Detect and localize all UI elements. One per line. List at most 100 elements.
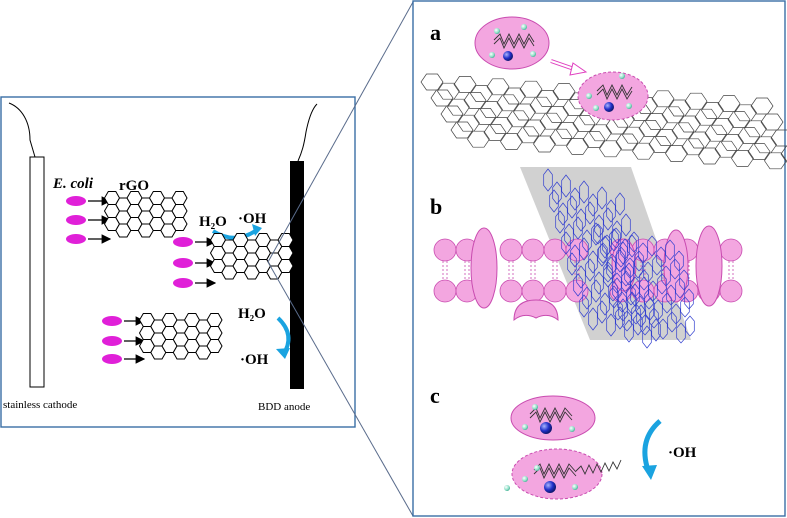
hexagon-cell [622, 310, 632, 332]
hexagon-cell [651, 318, 661, 342]
hexagon-cell [681, 138, 705, 156]
cathode-label: stainless cathode [3, 399, 77, 411]
conversion-arrowhead-bottom [276, 348, 290, 359]
hexagon-cell [573, 216, 583, 240]
hexagon-cell [585, 201, 595, 225]
hexagon-cell [675, 277, 685, 299]
hexagon-cell [558, 202, 568, 226]
hexagon-cell [609, 228, 619, 252]
hexagon-cell [593, 223, 603, 245]
hexagon-cell [665, 239, 675, 261]
hexagon-cell [585, 258, 595, 282]
hexagon-cell [608, 280, 618, 302]
hexagon-cell [620, 238, 630, 260]
hexagon-cell [598, 242, 608, 264]
hexagon-cell [661, 265, 671, 287]
hexagon-cell [206, 313, 223, 327]
hexagon-cell [612, 272, 622, 294]
hexagon-cell [516, 126, 540, 144]
hexagon-cell [555, 210, 565, 234]
oxidation-arrow-c [642, 419, 662, 471]
rgo-label: rGO [119, 178, 149, 194]
left-panel: stainless cathode BDD anode E. coli rGO … [0, 96, 356, 428]
hexagon-cell [652, 254, 662, 276]
hexagon-cell [597, 243, 607, 267]
hexagon-cell [576, 208, 586, 232]
hydroxyl-label-bottom: ·OH [240, 352, 269, 368]
hexagon-cell [612, 220, 622, 244]
hexagon-cell [639, 269, 649, 291]
dna-strand [529, 406, 573, 420]
hexagon-cell [770, 129, 787, 147]
hexagon-cell [618, 241, 628, 265]
hexagon-cell [277, 246, 294, 260]
ecoli-cell [66, 234, 86, 244]
hexagon-cell [750, 97, 774, 115]
membrane-protein [663, 229, 689, 303]
hexagon-cell [606, 313, 616, 337]
hexagon-cell [657, 273, 667, 295]
hexagon-cell [633, 255, 643, 279]
hydroxyl-label-c: ·OH [668, 445, 697, 461]
hexagon-cell [764, 152, 787, 170]
hexagon-cell [588, 193, 598, 217]
hexagon-cell [597, 300, 607, 324]
hexagon-cell [597, 186, 607, 210]
dna-strand [596, 83, 633, 97]
hexagon-cell [561, 231, 571, 255]
lipid-head [499, 238, 523, 262]
leaking-dna [575, 459, 622, 476]
rgo-sheet [103, 191, 188, 238]
hexagon-cell [625, 257, 635, 279]
hexagon-cell [206, 326, 223, 340]
hexagon-cell [600, 235, 610, 259]
hexagon-cell [543, 168, 553, 192]
hexagon-cell [643, 261, 653, 283]
hexagon-cell [670, 258, 680, 280]
hexagon-cell [567, 195, 577, 219]
lipid-head [719, 238, 743, 262]
lipid-head [521, 279, 545, 303]
lipid-head [521, 238, 545, 262]
hexagon-cell [579, 294, 589, 318]
rgo-sheet [138, 313, 223, 360]
membrane-protein [513, 299, 559, 322]
hexagon-cell [591, 279, 601, 303]
hexagon-cell [576, 265, 586, 289]
hexagon-cell [603, 261, 613, 283]
ecoli-cell [173, 278, 193, 288]
water-label-bottom: H₂O [238, 306, 266, 322]
panel-c-letter: c [430, 383, 440, 408]
hexagon-cell [656, 246, 666, 268]
bacterial-cell-after [504, 448, 622, 500]
stainless-cathode [29, 156, 45, 388]
hexagon-cell [631, 303, 641, 325]
panel-a-letter: a [430, 20, 441, 45]
conversion-arrowhead-top [252, 224, 262, 236]
ecoli-cell [66, 196, 86, 206]
left-panel-frame [0, 96, 356, 428]
lipid-head [433, 238, 457, 262]
ecoli-cell [102, 354, 122, 364]
hexagon-cell [570, 187, 580, 211]
water-label-top: H₂O [199, 214, 227, 230]
membrane-protein [695, 225, 723, 307]
ecoli-label: E. coli [52, 176, 94, 192]
transfer-arrow [550, 59, 588, 76]
hexagon-cell [698, 147, 721, 165]
lipid-head [543, 279, 567, 303]
zoom-line-top [267, 1, 414, 263]
hexagon-cell [644, 288, 654, 310]
bacterial-cell-damaged [577, 71, 649, 121]
hexagon-cell [684, 288, 694, 310]
hexagon-cell [582, 229, 592, 253]
hexagon-cell [624, 319, 634, 343]
hexagon-cell [647, 235, 657, 257]
hexagon-cell [760, 113, 784, 131]
dna-strand [493, 32, 535, 46]
hexagon-cell [685, 315, 695, 337]
hexagon-cell [582, 286, 592, 310]
hexagon-cell [582, 131, 606, 148]
hexagon-cell [579, 237, 589, 261]
hexagon-cell [599, 140, 622, 158]
